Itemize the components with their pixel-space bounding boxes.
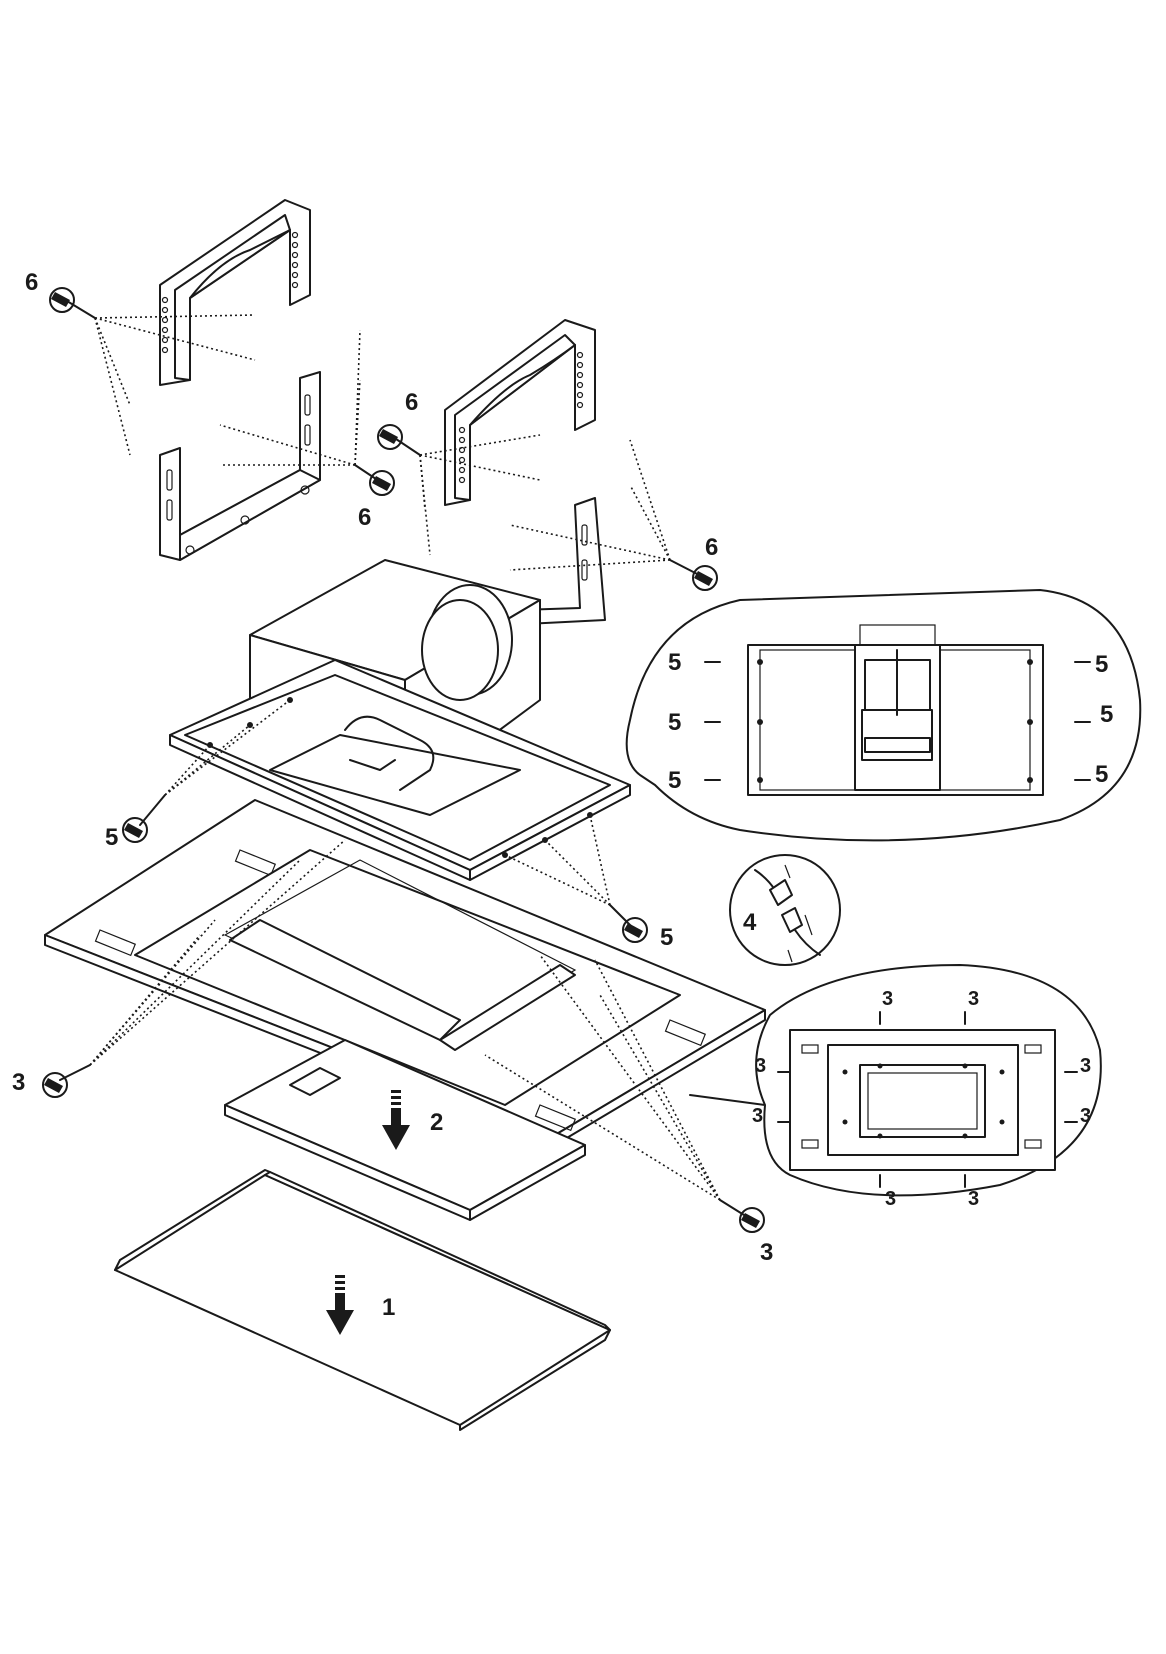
label-3-detail-bottom-2: 3 (968, 1188, 979, 1210)
label-6-center: 6 (405, 389, 418, 416)
label-3-detail-right-1: 3 (1080, 1055, 1091, 1077)
guide-lines-6-right (509, 439, 671, 571)
label-5-right: 5 (660, 924, 673, 951)
label-3-left: 3 (12, 1069, 25, 1096)
bracket-right-upper (444, 319, 596, 506)
label-1: 1 (382, 1294, 395, 1321)
label-6-right: 6 (705, 534, 718, 561)
guide-lines-6-center (219, 329, 541, 556)
bracket-holes (161, 231, 299, 354)
label-5-detail-right-2: 5 (1100, 701, 1113, 728)
removal-arrow-2 (382, 1090, 410, 1150)
detail-callout-step-4 (729, 854, 841, 966)
label-3-detail-top-1: 3 (882, 988, 893, 1010)
guide-lines-5-left (164, 699, 291, 796)
guide-lines-3-right (484, 954, 721, 1201)
bracket-slots (166, 394, 311, 555)
bracket-left-upper (159, 199, 311, 386)
guide-lines-5-right (504, 814, 611, 906)
label-6-center-lower: 6 (358, 504, 371, 531)
screwdriver-6-right (669, 559, 718, 591)
screwdriver-6-top-left (49, 287, 96, 319)
label-3-detail-bottom-1: 3 (885, 1188, 896, 1210)
label-5-left: 5 (105, 824, 118, 851)
detail-screws-5 (704, 659, 1091, 783)
guide-lines-3-left (89, 839, 346, 1066)
screwdriver-3-left (42, 1064, 91, 1098)
detail-callout-step-3 (689, 964, 1102, 1197)
bracket-left-lower (159, 371, 321, 561)
label-3-detail-right-2: 3 (1080, 1105, 1091, 1127)
label-3-detail-left-2: 3 (752, 1105, 763, 1127)
step-labels: 6 6 6 6 5 5 5 5 5 5 5 5 4 3 3 3 3 3 3 3 … (12, 269, 1113, 1321)
label-5-detail-left-3: 5 (668, 767, 681, 794)
screwdriver-6-center (377, 424, 421, 456)
detail-screws-3 (777, 1011, 1078, 1188)
label-5-detail-left-2: 5 (668, 709, 681, 736)
exhaust-outlet (421, 584, 513, 701)
label-4: 4 (743, 909, 757, 936)
label-3-right: 3 (760, 1239, 773, 1266)
screwdriver-5-right (609, 904, 648, 943)
canopy-frame (169, 659, 631, 881)
label-6-top-left: 6 (25, 269, 38, 296)
label-5-detail-left-1: 5 (668, 649, 681, 676)
bottom-cover (114, 1169, 611, 1431)
removal-arrow-1 (326, 1275, 354, 1335)
label-3-detail-left-1: 3 (755, 1055, 766, 1077)
label-2: 2 (430, 1109, 443, 1136)
screwdriver-3-right (719, 1199, 765, 1233)
bracket-holes (458, 351, 584, 484)
label-5-detail-right-3: 5 (1095, 761, 1108, 788)
detail-clips-3 (801, 1044, 1042, 1149)
screwdriver-6-center-lower (354, 464, 395, 496)
label-5-detail-right-1: 5 (1095, 651, 1108, 678)
guide-lines-6-top-left (94, 314, 256, 456)
detail-callout-step-5 (625, 589, 1142, 842)
label-3-detail-top-2: 3 (968, 988, 979, 1010)
screwdriver-5-left (122, 794, 166, 843)
